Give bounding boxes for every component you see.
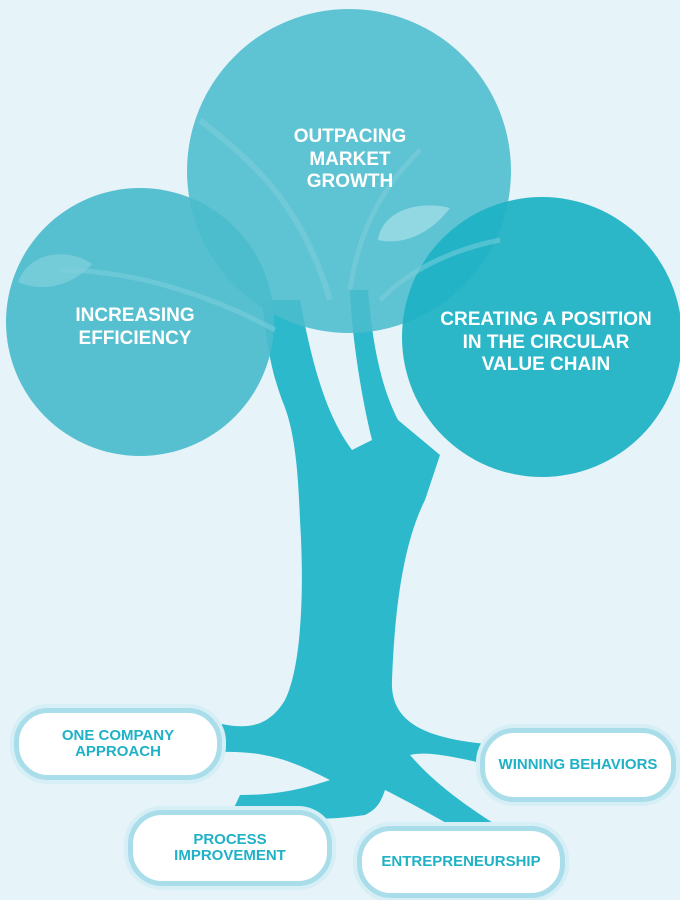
circle-right-bg (402, 197, 680, 477)
root-winning-behaviors: WINNING BEHAVIORS (480, 728, 676, 802)
circle-top-text: OUTPACING MARKET GROWTH (293, 125, 407, 193)
root-one-company-label: ONE COMPANY APPROACH (61, 726, 175, 760)
root-process-improvement: PROCESS IMPROVEMENT (128, 810, 332, 886)
branch-line (59, 267, 277, 333)
circle-left-bg (6, 188, 274, 456)
circle-right-text: CREATING A POSITION IN THE CIRCULAR VALU… (440, 308, 652, 376)
branch-line (347, 148, 422, 291)
leaf-icon (378, 205, 450, 242)
circle-top-label: OUTPACING MARKET GROWTH (250, 120, 450, 200)
leaf-icon (18, 254, 92, 288)
circle-right-label: CREATING A POSITION IN THE CIRCULAR VALU… (415, 300, 677, 386)
root-process-label: PROCESS IMPROVEMENT (174, 830, 286, 864)
branch-line (378, 237, 501, 302)
tree-trunk (210, 290, 520, 858)
circle-top-bg (187, 9, 511, 333)
circle-left-label: INCREASING EFFICIENCY (40, 298, 230, 358)
root-winning-label: WINNING BEHAVIORS (498, 755, 658, 773)
circle-left-text: INCREASING EFFICIENCY (75, 305, 195, 349)
root-entrepreneurship-label: ENTREPRENEURSHIP (381, 852, 541, 870)
branch-line (198, 117, 333, 301)
root-one-company-approach: ONE COMPANY APPROACH (14, 708, 222, 780)
root-entrepreneurship: ENTREPRENEURSHIP (357, 826, 565, 898)
